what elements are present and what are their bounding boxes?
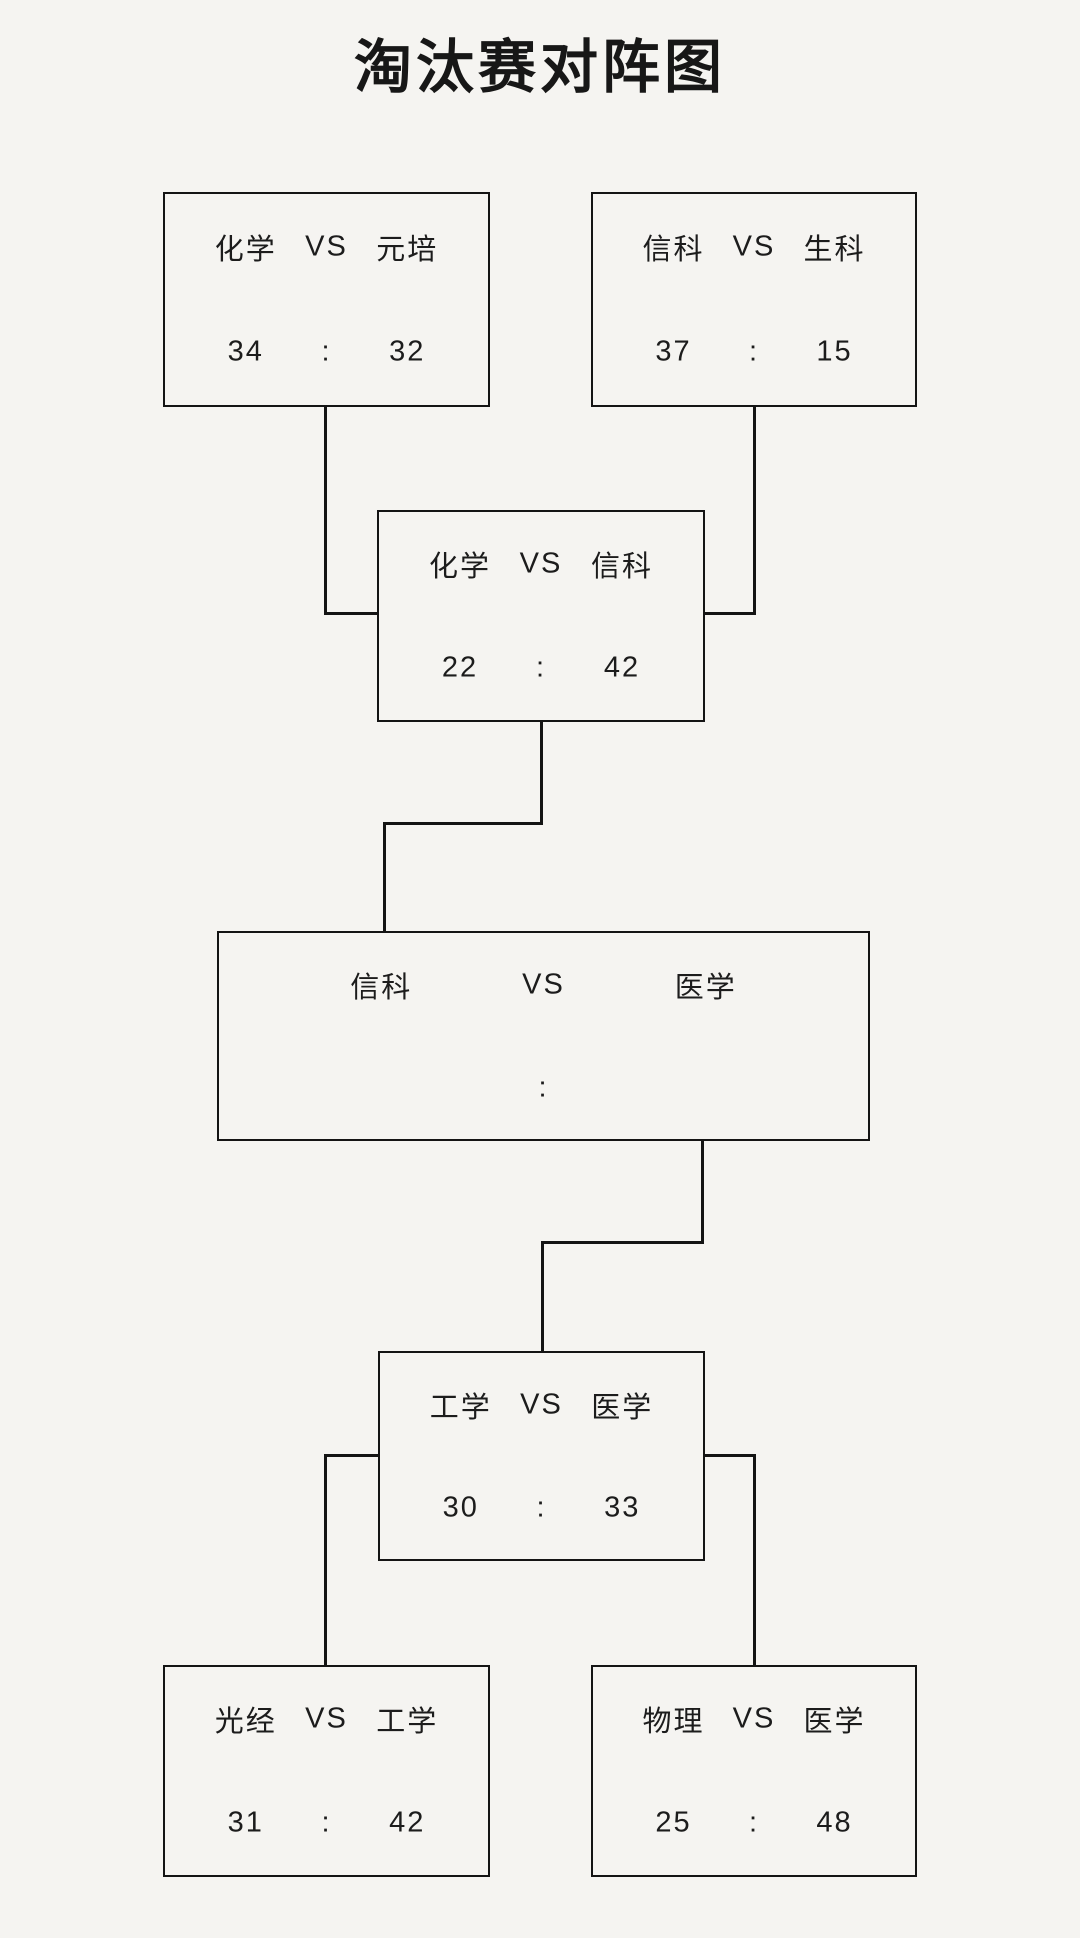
connector-line [705,1454,756,1457]
team1-score: 31 [227,1806,264,1839]
scores-row: : [219,1036,868,1139]
scores-row: 22 : 42 [379,616,703,720]
team1-name: 化学 [214,233,277,266]
team2-name: 生科 [803,233,866,266]
connector-line [324,612,377,615]
connector-line [324,1454,378,1457]
teams-row: 信科 VS 生科 [593,194,915,300]
team2-score: 15 [816,335,853,368]
connector-line [705,612,756,615]
score-colon: : [538,1071,549,1103]
score-colon: : [748,335,760,368]
vs-label: VS [519,547,563,580]
score-colon: : [321,335,332,368]
team2-score: 33 [604,1491,641,1523]
vs-label: VS [732,1702,776,1735]
team1-name: 化学 [428,551,492,583]
vs-label: VS [732,230,776,263]
connector-line [383,822,543,825]
team1-name: 工学 [429,1391,492,1424]
team1-name: 信科 [350,971,413,1004]
team1-name: 光经 [214,1706,277,1738]
match-box-bottom-right: 物理 VS 医学 25 : 48 [591,1665,917,1877]
connector-line [383,822,386,931]
teams-row: 信科 VS 医学 [219,933,868,1036]
connector-line [541,1241,544,1351]
team1-score: 22 [441,651,479,684]
team2-name: 医学 [674,971,737,1004]
score-colon: : [748,1806,760,1839]
team1-score: 34 [227,335,264,368]
match-box-semifinal-upper: 化学 VS 信科 22 : 42 [377,510,705,722]
scores-row: 37 : 15 [593,300,915,406]
connector-line [701,1141,704,1244]
team2-name: 医学 [591,1391,654,1424]
team2-name: 元培 [376,233,439,266]
teams-row: 光经 VS 工学 [165,1667,488,1771]
team2-name: 医学 [803,1706,866,1738]
match-box-semifinal-lower: 工学 VS 医学 30 : 33 [378,1351,705,1561]
score-colon: : [321,1806,332,1839]
vs-label: VS [305,1702,348,1735]
team2-name: 工学 [376,1706,439,1738]
scores-row: 34 : 32 [165,300,488,406]
connector-line [753,1454,756,1665]
scores-row: 30 : 33 [380,1456,703,1559]
vs-label: VS [520,1388,563,1420]
score-colon: : [536,1491,547,1523]
match-box-top-right: 信科 VS 生科 37 : 15 [591,192,917,407]
team2-score: 42 [603,651,641,684]
team1-score: 25 [655,1806,692,1839]
team1-score: 30 [442,1491,479,1523]
connector-line [324,407,327,615]
teams-row: 化学 VS 元培 [165,194,488,300]
team2-score: 32 [389,335,426,368]
scores-row: 31 : 42 [165,1771,488,1875]
team1-name: 物理 [642,1706,705,1738]
teams-row: 工学 VS 医学 [380,1353,703,1456]
teams-row: 物理 VS 医学 [593,1667,915,1771]
vs-label: VS [305,230,348,263]
team2-score: 48 [816,1806,853,1839]
connector-line [540,722,543,825]
score-colon: : [535,651,547,684]
team1-score: 37 [655,335,692,368]
team1-name: 信科 [642,233,705,266]
connector-line [541,1241,704,1244]
teams-row: 化学 VS 信科 [379,512,703,616]
scores-row: 25 : 48 [593,1771,915,1875]
connector-line [324,1454,327,1665]
vs-label: VS [522,968,565,1000]
connector-line [753,407,756,615]
page-title: 淘汰赛对阵图 [353,35,726,100]
match-box-top-left: 化学 VS 元培 34 : 32 [163,192,490,407]
team2-score: 42 [389,1806,426,1839]
match-box-final: 信科 VS 医学 : [217,931,870,1141]
team2-name: 信科 [590,551,654,583]
match-box-bottom-left: 光经 VS 工学 31 : 42 [163,1665,490,1877]
